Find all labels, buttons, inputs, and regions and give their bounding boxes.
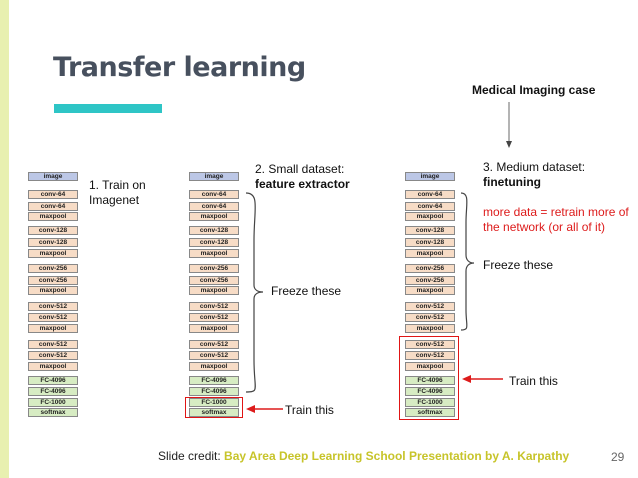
step-3-line-2: finetuning: [483, 175, 541, 189]
layer-fc-4096: FC-4096: [405, 387, 455, 396]
layer-conv-512: conv-512: [405, 302, 455, 311]
medical-arrow: [506, 102, 512, 148]
layer-maxpool: maxpool: [405, 362, 455, 371]
freeze-brace-3: [460, 192, 475, 331]
layer-conv-256: conv-256: [28, 276, 78, 285]
layer-conv-512: conv-512: [189, 313, 239, 322]
layer-conv-128: conv-128: [189, 226, 239, 235]
layer-conv-512: conv-512: [189, 340, 239, 349]
layer-conv-64: conv-64: [189, 202, 239, 211]
step-2-line-1: 2. Small dataset:: [255, 162, 345, 176]
layer-fc-4096: FC-4096: [189, 387, 239, 396]
step-3-line-1: 3. Medium dataset:: [483, 160, 586, 174]
layer-maxpool: maxpool: [405, 286, 455, 295]
step-2-line-2: feature extractor: [255, 177, 350, 191]
layer-conv-512: conv-512: [28, 302, 78, 311]
trainable-layers-box-2: [185, 397, 243, 418]
credit-text: Bay Area Deep Learning School Presentati…: [224, 449, 570, 463]
layer-softmax: softmax: [28, 408, 78, 417]
layer-conv-512: conv-512: [189, 302, 239, 311]
layer-fc-4096: FC-4096: [28, 376, 78, 385]
layer-maxpool: maxpool: [28, 324, 78, 333]
layer-conv-64: conv-64: [405, 202, 455, 211]
layer-maxpool: maxpool: [189, 362, 239, 371]
train-label-2: Train this: [285, 403, 334, 417]
layer-conv-512: conv-512: [405, 313, 455, 322]
note-line-2: the network (or all of it): [483, 220, 606, 234]
layer-maxpool: maxpool: [189, 249, 239, 258]
train-arrow-3: [462, 375, 503, 383]
layer-maxpool: maxpool: [189, 324, 239, 333]
layer-maxpool: maxpool: [405, 324, 455, 333]
layer-conv-256: conv-256: [405, 264, 455, 273]
layer-conv-64: conv-64: [189, 190, 239, 199]
slide-title: Transfer learning: [53, 52, 306, 83]
layer-conv-64: conv-64: [28, 202, 78, 211]
layer-fc-4096: FC-4096: [189, 376, 239, 385]
layer-conv-512: conv-512: [405, 351, 455, 360]
layer-fc-4096: FC-4096: [28, 387, 78, 396]
layer-fc-1000: FC-1000: [189, 398, 239, 407]
layer-maxpool: maxpool: [28, 212, 78, 221]
freeze-label-2: Freeze these: [271, 284, 342, 298]
train-arrow-2: [246, 405, 283, 413]
layer-conv-512: conv-512: [28, 351, 78, 360]
credit-prefix: Slide credit:: [158, 449, 225, 463]
layer-fc-1000: FC-1000: [28, 398, 78, 407]
layer-image: image: [28, 172, 78, 181]
layer-maxpool: maxpool: [189, 212, 239, 221]
layer-conv-256: conv-256: [405, 276, 455, 285]
layer-softmax: softmax: [189, 408, 239, 417]
step-1-line-2: Imagenet: [89, 193, 140, 207]
slide-credit: Slide credit: Bay Area Deep Learning Sch…: [158, 449, 569, 463]
layer-conv-64: conv-64: [28, 190, 78, 199]
layer-softmax: softmax: [405, 408, 455, 417]
layer-conv-512: conv-512: [28, 340, 78, 349]
layer-conv-256: conv-256: [189, 264, 239, 273]
layer-maxpool: maxpool: [189, 286, 239, 295]
layer-image: image: [405, 172, 455, 181]
title-underline: [54, 104, 162, 113]
layer-maxpool: maxpool: [405, 212, 455, 221]
left-accent-bar: [0, 0, 9, 478]
layer-conv-256: conv-256: [189, 276, 239, 285]
freeze-brace-2: [245, 192, 264, 393]
medical-imaging-label: Medical Imaging case: [472, 83, 596, 97]
freeze-label-3: Freeze these: [483, 258, 554, 272]
layer-conv-128: conv-128: [189, 238, 239, 247]
layer-conv-512: conv-512: [189, 351, 239, 360]
train-label-3: Train this: [509, 374, 558, 388]
note-line-1: more data = retrain more of: [483, 205, 629, 219]
layer-conv-128: conv-128: [405, 226, 455, 235]
layer-fc-1000: FC-1000: [405, 398, 455, 407]
step-1-line-1: 1. Train on: [89, 178, 146, 192]
layer-conv-64: conv-64: [405, 190, 455, 199]
layer-maxpool: maxpool: [405, 249, 455, 258]
layer-fc-4096: FC-4096: [405, 376, 455, 385]
layer-conv-512: conv-512: [405, 340, 455, 349]
trainable-layers-box-3: [399, 336, 459, 420]
layer-maxpool: maxpool: [28, 249, 78, 258]
layer-conv-128: conv-128: [28, 226, 78, 235]
layer-conv-128: conv-128: [28, 238, 78, 247]
layer-conv-512: conv-512: [28, 313, 78, 322]
layer-conv-256: conv-256: [28, 264, 78, 273]
layer-maxpool: maxpool: [28, 362, 78, 371]
page-number: 29: [611, 450, 625, 464]
layer-conv-128: conv-128: [405, 238, 455, 247]
layer-maxpool: maxpool: [28, 286, 78, 295]
layer-image: image: [189, 172, 239, 181]
